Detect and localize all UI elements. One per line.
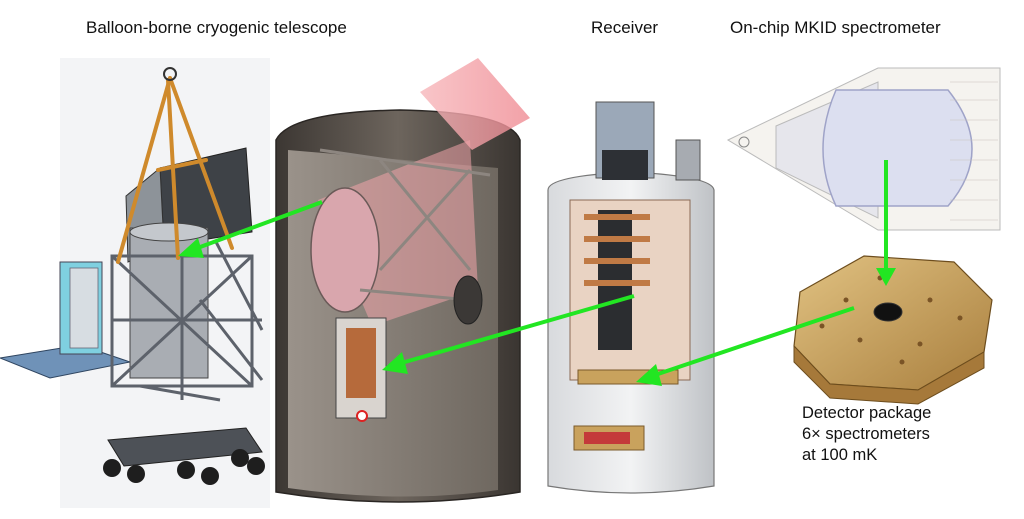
arrow-detector-to-receiver (651, 306, 855, 378)
detector-label-line3: at 100 mK (802, 446, 878, 464)
detector-label-line1: Detector package (802, 404, 932, 422)
primary-mirror (310, 187, 380, 313)
mirror-struts (319, 148, 491, 302)
lift-shackle (163, 67, 177, 81)
copper-stages (569, 199, 691, 385)
arrowhead-gondola (178, 238, 204, 258)
cryostat-cutaway (275, 58, 530, 503)
detector-label-line2: 6× spectrometers (802, 425, 930, 443)
telescope-title: Balloon-borne cryogenic telescope (86, 18, 347, 37)
suspension-rigging (116, 76, 234, 264)
callout-arrows (178, 160, 896, 386)
mkid-spectrometer-title: On-chip MKID spectrometer (730, 18, 941, 37)
detector-package-label: Detector package 6× spectrometers at 100… (802, 403, 931, 466)
detector-aperture (873, 302, 903, 322)
launch-dolly (103, 427, 265, 485)
detector-package (793, 255, 993, 405)
optical-beam (420, 58, 530, 150)
filter-bank (822, 89, 973, 207)
mkid-chip (726, 67, 1001, 231)
arrow-mirror-to-gondola (191, 200, 323, 252)
arrowhead-detector (876, 268, 896, 286)
porthole (453, 275, 483, 325)
receiver-title: Receiver (591, 18, 659, 37)
gondola-illustration (0, 58, 270, 508)
receiver-cutaway (547, 101, 715, 494)
arrowhead-receiver (636, 364, 662, 386)
arrow-receiver-to-cryostat (397, 294, 635, 366)
arrowhead-cryostat (382, 352, 408, 374)
